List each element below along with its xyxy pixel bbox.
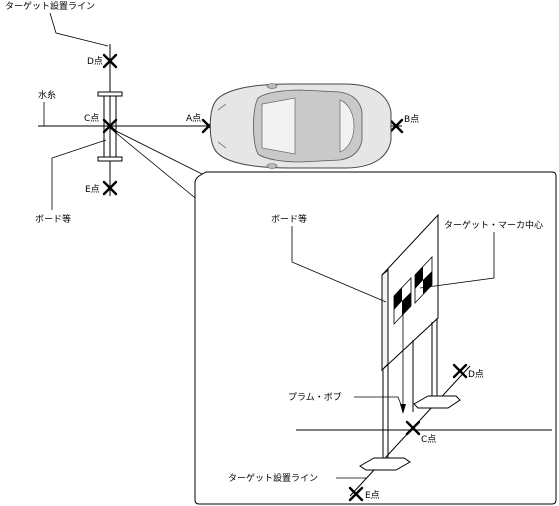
marker-point-b	[388, 118, 404, 134]
label-board-left: ボード等	[35, 213, 71, 225]
label-water-line: 水糸	[38, 89, 56, 101]
marker-point-e	[102, 180, 118, 196]
detail-leader-plumb-bob	[354, 396, 404, 411]
detail-label-target-center: ターゲット・マーカ中心	[444, 219, 543, 231]
detail-marker-point-c	[405, 420, 421, 436]
detail-marker-point-e	[348, 486, 364, 502]
detail-label-point-e: E点	[365, 490, 380, 501]
detail-leader-board	[291, 226, 387, 303]
detail-marker-point-d	[452, 363, 468, 379]
marker-point-d	[102, 53, 118, 69]
board-foot-bottom	[97, 156, 123, 162]
leader-target-line-top	[49, 12, 109, 47]
detail-leader-target-center	[419, 232, 495, 289]
overview-diagram: ターゲット設置ライン 水糸 D点 C点 E点 A点	[5, 0, 419, 239]
detail-label-target-line: ターゲット設置ライン	[228, 472, 318, 484]
detail-frame	[194, 171, 557, 505]
label-point-c: C点	[84, 113, 99, 124]
detail-label-plumb-bob: プラム・ボブ	[288, 391, 342, 403]
detail-label-board: ボード等	[271, 213, 307, 225]
detail-label-point-c: C点	[421, 434, 436, 445]
car-top-view	[209, 83, 392, 169]
label-point-d: D点	[87, 56, 103, 67]
board-foot-top	[97, 91, 123, 97]
leader-board-left	[51, 139, 107, 210]
target-marker-left	[393, 276, 412, 326]
zoom-guide-upper	[109, 127, 207, 177]
detail-label-point-d: D点	[468, 369, 484, 380]
target-marker-right	[414, 255, 433, 305]
detail-panel: ボード等 ターゲット・マーカ中心 プラム・ボブ C点 D点 E点 ターゲット設置…	[194, 171, 557, 505]
label-target-line-top: ターゲット設置ライン	[5, 0, 95, 12]
label-point-b: B点	[404, 114, 419, 125]
label-point-e: E点	[85, 184, 100, 195]
label-point-a: A点	[186, 113, 201, 124]
